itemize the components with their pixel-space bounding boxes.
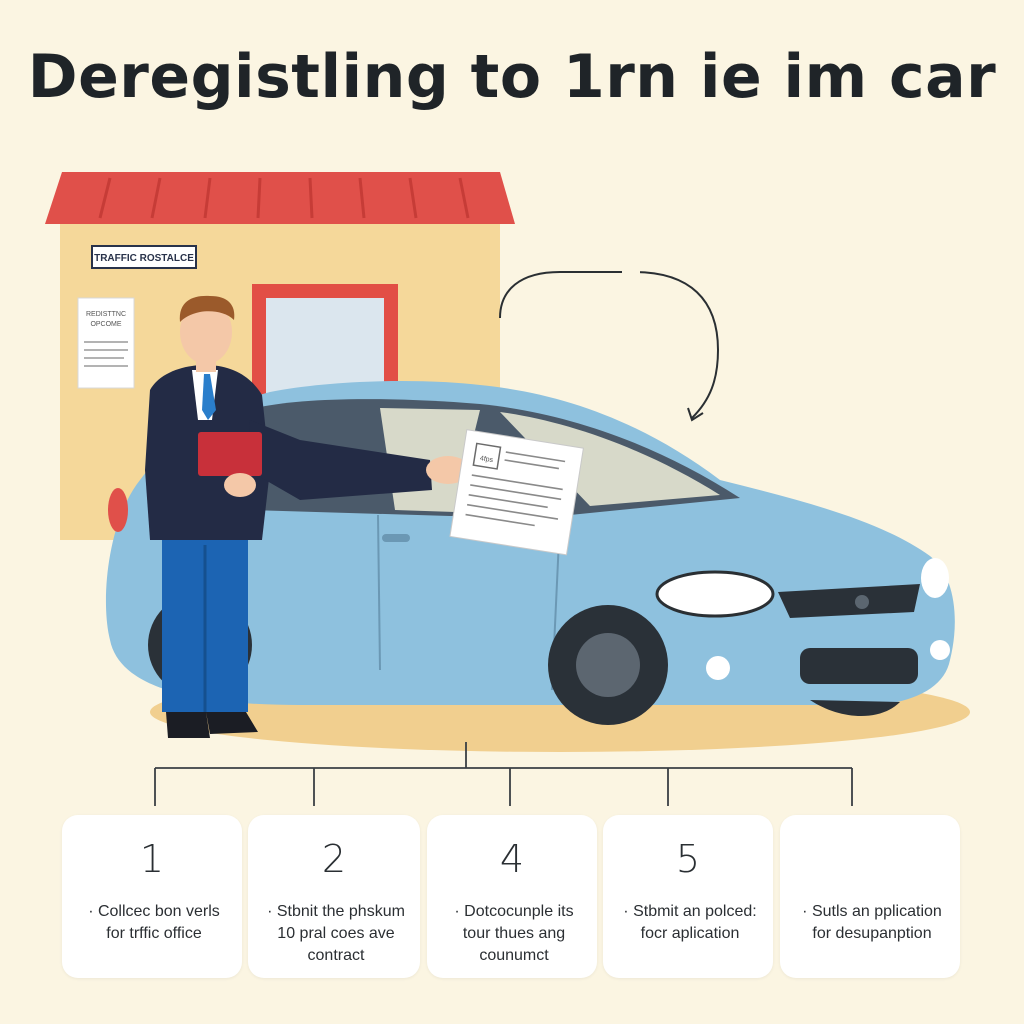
step-card-1: 1 · Collcec bon verls for trffic office	[62, 815, 242, 978]
man-shoes	[166, 712, 258, 738]
step-card-4: 5 · Stbmit an polced: focr aplication	[603, 815, 773, 978]
man-figure	[145, 295, 470, 738]
office-notice-line1: REDISTTNC	[86, 311, 126, 318]
man-hair	[179, 295, 235, 322]
office-sign-text: TRAFFIC ROSTALCE	[94, 253, 194, 264]
headlight	[655, 570, 775, 618]
process-arrow-icon	[499, 271, 720, 419]
step-number: 5	[675, 837, 701, 881]
office-notice-line2: OPCOME	[90, 321, 121, 328]
step-description: · Stbmit an polced: focr aplication	[623, 903, 757, 942]
step-description: · Stbnit the phskum 10 pral coes ave con…	[267, 903, 405, 964]
door-handle	[382, 534, 410, 542]
office-sign	[91, 245, 197, 269]
document-stamp: 4fps	[479, 455, 494, 464]
red-folder	[198, 432, 262, 476]
building-roof	[45, 172, 515, 224]
page-title: Deregistling to 1rn ie im car	[27, 42, 997, 112]
step-description: · Sutls an pplication for desupanption	[802, 903, 942, 942]
step-card-2: 2 · Stbnit the phskum 10 pral coes ave c…	[248, 815, 420, 978]
man-arm-outstretched	[248, 420, 432, 500]
steps-connector	[154, 742, 853, 806]
registration-document: 4fps	[449, 429, 584, 556]
office-notice	[77, 297, 135, 389]
step-card-3: 4 · Dotcocunple its tour thues ang counu…	[427, 815, 597, 978]
step-description: · Collcec bon verls for trffic office	[88, 903, 220, 942]
step-number: 4	[499, 837, 525, 881]
car-grille	[778, 584, 920, 618]
step-card-5: · Sutls an pplication for desupanption	[780, 815, 960, 978]
step-number: 2	[321, 837, 347, 881]
man-tie	[202, 374, 216, 420]
man-head	[180, 300, 232, 364]
step-description: · Dotcocunple its tour thues ang counumc…	[454, 903, 574, 964]
step-number: 1	[139, 837, 165, 881]
